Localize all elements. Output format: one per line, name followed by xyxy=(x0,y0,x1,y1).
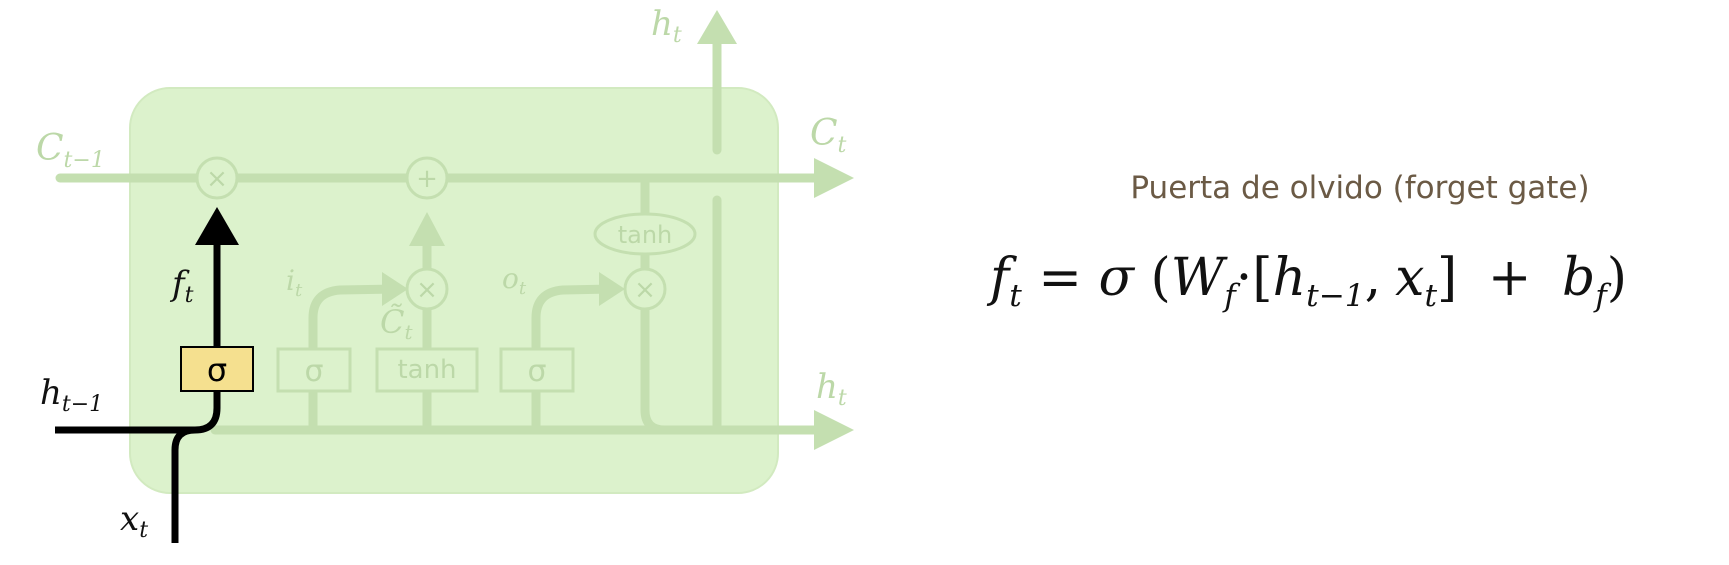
eq-x: x xyxy=(1395,248,1425,308)
add-symbol: + xyxy=(416,164,438,194)
input-gate-arrow xyxy=(382,272,408,306)
gate-title: Puerta de olvido (forget gate) xyxy=(1130,170,1590,206)
forget-sigma-symbol: σ xyxy=(207,351,227,389)
eq-close-paren: ) xyxy=(1606,248,1628,308)
eq-open-bracket: [ xyxy=(1252,248,1273,308)
h-top-label: ht xyxy=(651,4,682,48)
c-prev-label: Ct−1 xyxy=(36,128,105,173)
forget-mult-symbol: × xyxy=(206,164,228,194)
tanh-ellipse xyxy=(593,212,697,256)
faded-operator-text: × + × × tanh xyxy=(206,164,672,305)
c-next-label: Ct xyxy=(810,113,847,158)
candidate-arrow xyxy=(409,212,445,246)
input-sigma-symbol: σ xyxy=(304,354,323,389)
eq-dot: · xyxy=(1235,248,1253,308)
output-path xyxy=(640,301,670,435)
input-sigma-box xyxy=(276,347,352,393)
faded-gate-boxes xyxy=(276,347,575,393)
eq-close-bracket: ] xyxy=(1437,248,1458,308)
eq-open-paren: ( xyxy=(1150,248,1171,308)
eq-equals: = xyxy=(1038,248,1082,308)
eq-sigma: σ xyxy=(1098,248,1134,308)
eq-plus: + xyxy=(1487,248,1532,308)
eq-lhs: f xyxy=(990,248,1010,308)
output-mult-symbol: × xyxy=(634,275,656,305)
tanh-cell-label: tanh xyxy=(618,221,673,249)
output-sigma-box xyxy=(499,347,575,393)
forget-mult-circle xyxy=(195,156,239,200)
eq-w-sub: f xyxy=(1224,277,1236,314)
tanh-candidate-label: tanh xyxy=(397,355,456,385)
faded-labels: Ct−1 Ct ht ht it ot C̃t xyxy=(36,4,847,411)
highlight-labels: ft ht−1 xt xyxy=(40,264,194,543)
h-right-arrow xyxy=(814,410,854,450)
output-mult-circle xyxy=(623,267,667,311)
input-mult-circle xyxy=(405,267,449,311)
faded-connections xyxy=(55,35,827,435)
input-gate-path xyxy=(308,284,400,435)
h-top-arrow xyxy=(697,10,737,44)
eq-b-sub: f xyxy=(1595,277,1607,314)
eq-lhs-sub: t xyxy=(1009,277,1022,314)
h-prev-label: ht−1 xyxy=(40,373,103,417)
forget-gate-highlight xyxy=(55,240,221,543)
output-gate-arrow xyxy=(599,272,625,306)
eq-x-sub: t xyxy=(1424,277,1438,314)
h-right-label: ht xyxy=(816,367,847,411)
o-gate-label: ot xyxy=(502,262,527,299)
eq-w: W xyxy=(1170,248,1225,308)
x-input-line xyxy=(171,426,196,543)
x-input-label: xt xyxy=(120,499,148,543)
output-sigma-symbol: σ xyxy=(527,354,546,389)
cell-state-arrow xyxy=(814,158,854,198)
input-mult-symbol: × xyxy=(416,275,438,305)
faded-operators xyxy=(195,156,697,311)
eq-h-sub: t−1 xyxy=(1306,277,1365,314)
tanh-candidate-box xyxy=(375,347,479,393)
c-tilde-label: C̃t xyxy=(380,303,413,344)
h-prev-input-line xyxy=(55,392,221,434)
output-gate-path xyxy=(531,284,617,435)
faded-arrowheads xyxy=(382,10,854,450)
i-gate-label: it xyxy=(286,264,303,301)
add-circle xyxy=(405,156,449,200)
eq-b: b xyxy=(1561,248,1596,308)
eq-comma: , xyxy=(1364,248,1382,308)
forget-arrowhead xyxy=(195,207,239,245)
forget-sigma-box xyxy=(180,346,254,392)
eq-h: h xyxy=(1272,248,1307,308)
faded-gate-text: σ tanh σ xyxy=(304,354,546,389)
forget-gate-equation: ft = σ (Wf·[ht−1,xt] + bf) xyxy=(990,252,1627,312)
